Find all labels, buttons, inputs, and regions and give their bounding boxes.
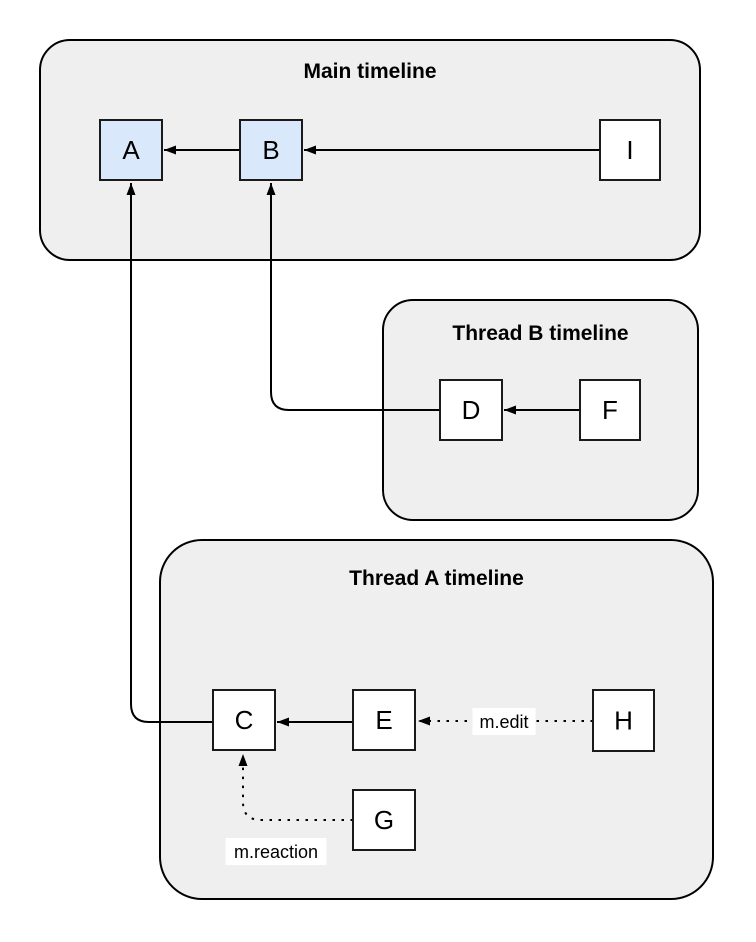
node-E: E bbox=[352, 689, 416, 751]
node-D: D bbox=[439, 379, 503, 441]
node-label-G: G bbox=[374, 805, 394, 835]
edge-label-G-to-C: m.reaction bbox=[225, 838, 327, 865]
edge-G-to-C bbox=[238, 754, 353, 821]
node-box-F bbox=[579, 379, 641, 441]
node-label-I: I bbox=[626, 135, 633, 165]
node-box-H bbox=[592, 689, 655, 752]
node-label-E: E bbox=[375, 705, 392, 735]
edge-label-bg-H-to-E bbox=[472, 708, 536, 735]
edge-label-bg-G-to-C bbox=[225, 838, 327, 865]
node-label-H: H bbox=[614, 706, 633, 736]
edge-C-to-A bbox=[126, 183, 213, 723]
edge-label-text-G-to-C: m.reaction bbox=[234, 842, 318, 862]
node-label-A: A bbox=[122, 135, 140, 165]
edge-label-text-H-to-E: m.edit bbox=[479, 712, 528, 732]
node-label-D: D bbox=[462, 395, 481, 425]
container-thread-a-timeline: Thread A timeline bbox=[159, 539, 714, 900]
node-label-B: B bbox=[262, 135, 279, 165]
node-box-I bbox=[599, 119, 661, 181]
node-box-A bbox=[99, 119, 163, 181]
node-B: B bbox=[239, 119, 303, 181]
node-G: G bbox=[352, 789, 416, 851]
edge-label-H-to-E: m.edit bbox=[472, 708, 536, 735]
container-title-thread-a-timeline: Thread A timeline bbox=[349, 567, 524, 590]
node-box-E bbox=[352, 689, 416, 751]
node-I: I bbox=[599, 119, 661, 181]
node-label-F: F bbox=[602, 395, 618, 425]
node-box-D bbox=[439, 379, 503, 441]
node-box-G bbox=[352, 789, 416, 851]
node-C: C bbox=[212, 689, 276, 751]
container-title-main-timeline: Main timeline bbox=[303, 60, 436, 83]
node-box-B bbox=[239, 119, 303, 181]
node-label-C: C bbox=[235, 705, 254, 735]
edge-D-to-B bbox=[266, 183, 440, 411]
node-F: F bbox=[579, 379, 641, 441]
node-A: A bbox=[99, 119, 163, 181]
container-box-thread-a-timeline bbox=[159, 539, 714, 900]
container-title-thread-b-timeline: Thread B timeline bbox=[452, 322, 628, 345]
node-H: H bbox=[592, 689, 655, 752]
node-box-C bbox=[212, 689, 276, 751]
